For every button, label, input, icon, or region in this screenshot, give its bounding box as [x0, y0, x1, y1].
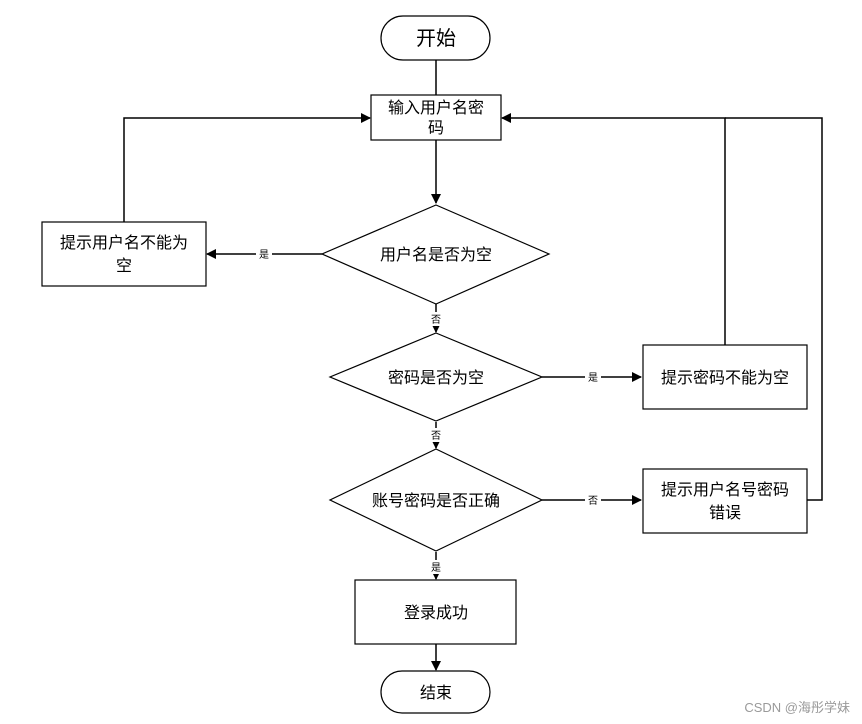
node-account-check-decision: 账号密码是否正确 — [328, 448, 544, 552]
node-end: 结束 — [380, 670, 491, 714]
node-prompt-error-line2: 错误 — [709, 503, 741, 522]
node-prompt-error-line1: 提示用户名号密码 — [661, 480, 789, 499]
node-start-label: 开始 — [416, 26, 456, 50]
node-prompt-error: 提示用户名号密码 错误 — [642, 468, 808, 534]
edge-prompt-password-loop — [501, 113, 726, 345]
node-password-empty-decision: 密码是否为空 — [328, 332, 544, 422]
edge-label-username-no: 否 — [431, 314, 441, 326]
node-prompt-password: 提示密码不能为空 — [642, 344, 808, 410]
node-prompt-username: 提示用户名不能为 空 — [41, 221, 207, 287]
node-login-success: 登录成功 — [354, 579, 517, 645]
csdn-watermark: CSDN @海彤学妹 — [744, 700, 850, 715]
edge-labels: 是 否 是 否 否 是 — [256, 247, 601, 574]
node-password-empty-label: 密码是否为空 — [388, 368, 484, 387]
node-prompt-password-label: 提示密码不能为空 — [661, 368, 789, 387]
node-login-success-label: 登录成功 — [404, 603, 468, 622]
node-input-label-line2: 码 — [428, 118, 444, 137]
edge-label-username-yes: 是 — [259, 249, 269, 261]
node-input: 输入用户名密 码 — [370, 94, 502, 141]
node-username-empty-label: 用户名是否为空 — [380, 245, 492, 264]
node-prompt-username-line1: 提示用户名不能为 — [60, 233, 188, 252]
node-account-check-label: 账号密码是否正确 — [372, 491, 500, 510]
node-username-empty-decision: 用户名是否为空 — [320, 204, 551, 305]
node-start: 开始 — [380, 15, 491, 61]
node-input-label-line1: 输入用户名密 — [388, 98, 484, 117]
edge-label-password-no: 否 — [431, 430, 441, 442]
edge-prompt-error-loop — [725, 117, 823, 501]
edge-label-password-yes: 是 — [588, 372, 598, 384]
node-end-label: 结束 — [420, 683, 452, 702]
node-prompt-username-line2: 空 — [116, 256, 132, 275]
edge-label-account-yes: 是 — [431, 562, 441, 574]
edge-prompt-username-loop — [123, 113, 371, 222]
edge-label-account-no: 否 — [588, 495, 598, 507]
